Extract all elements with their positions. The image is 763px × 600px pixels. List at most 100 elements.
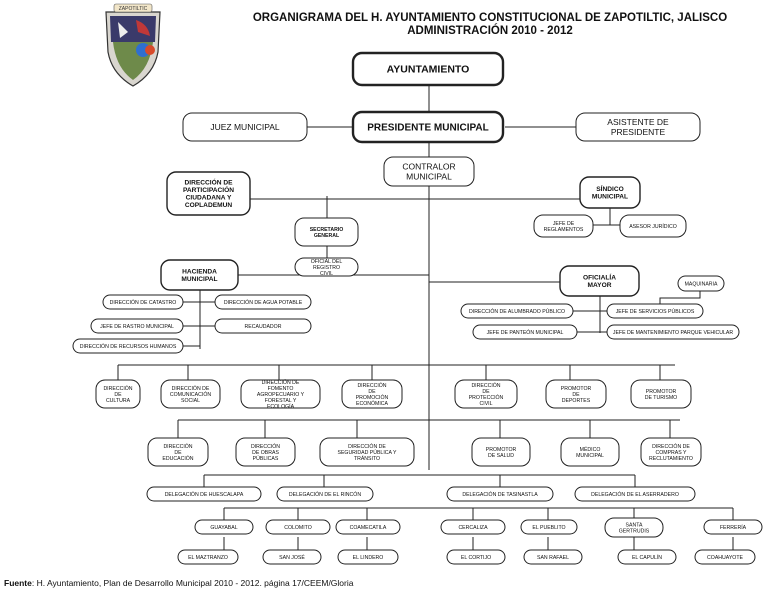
node-box	[337, 549, 399, 565]
node-juez: JUEZ MUNICIPAL	[182, 112, 308, 142]
node-ferreria: FERRERÍA	[703, 519, 763, 535]
node-box	[319, 437, 415, 467]
node-label: DELEGACIÓN DE HUESCALAPA	[165, 491, 244, 498]
node-box	[335, 519, 401, 535]
node-ayuntamiento: AYUNTAMIENTO	[351, 51, 505, 87]
node-coamecatila: COAMECATILA	[335, 519, 401, 535]
node-box	[454, 379, 518, 409]
node-label: AYUNTAMIENTO	[387, 64, 470, 76]
node-el-pueblito: EL PUEBLITO	[520, 519, 578, 535]
node-box	[146, 486, 262, 502]
node-label: DELEGACIÓN DE TASINASTLA	[462, 491, 538, 498]
node-el-lindero: EL LINDERO	[337, 549, 399, 565]
node-label: JEFE DE MANTENIMIENTO PARQUE VEHICULAR	[613, 330, 734, 336]
node-del-aserradero: DELEGACIÓN DE EL ASERRADERO	[574, 486, 696, 502]
node-label: COLOMITO	[284, 525, 312, 531]
node-box	[351, 110, 505, 144]
node-guayabal: GUAYABAL	[194, 519, 254, 535]
node-label: JEFE DE PANTEÓN MUNICIPAL	[487, 329, 564, 336]
node-box	[694, 549, 756, 565]
node-box	[240, 379, 321, 409]
node-box	[294, 257, 359, 277]
node-box	[446, 486, 554, 502]
node-label: DELEGACIÓN DE EL ASERRADERO	[591, 491, 679, 498]
node-box	[182, 112, 308, 142]
node-label: ASESOR JURÍDICO	[629, 223, 677, 230]
node-box	[560, 437, 620, 467]
node-label: SAN JOSÉ	[279, 554, 305, 561]
source-text: : H. Ayuntamiento, Plan de Desarrollo Mu…	[31, 578, 354, 588]
node-label: COAHUAYOTE	[707, 555, 743, 561]
node-label: DIRECCIÓN DE CATASTRO	[110, 299, 177, 306]
node-cercaliza: CERCALIZA	[440, 519, 506, 535]
node-box	[72, 338, 184, 354]
node-box	[440, 519, 506, 535]
connector-line	[659, 291, 701, 304]
node-san-rafael: SAN RAFAEL	[523, 549, 583, 565]
node-label: CERCALIZA	[458, 525, 488, 531]
node-label: RECAUDADOR	[245, 324, 282, 330]
node-label: SAN RAFAEL	[537, 555, 569, 561]
node-label: JEFE DE SERVICIOS PÚBLICOS	[616, 308, 695, 315]
node-box	[160, 379, 221, 409]
node-label: EL CAPULÍN	[632, 554, 662, 561]
node-box	[640, 437, 702, 467]
node-box	[341, 379, 403, 409]
node-box	[194, 519, 254, 535]
chart-title: ORGANIGRAMA DEL H. AYUNTAMIENTO CONSTITU…	[252, 12, 728, 24]
node-el-cortijo: EL CORTIJO	[446, 549, 506, 565]
source-note: Fuente: H. Ayuntamiento, Plan de Desarro…	[4, 578, 353, 588]
node-box	[276, 486, 374, 502]
node-label: EL CORTIJO	[461, 555, 491, 561]
node-label: GUAYABAL	[210, 525, 237, 531]
node-jefe-mantenimiento: JEFE DE MANTENIMIENTO PARQUE VEHICULAR	[606, 324, 740, 340]
node-box	[606, 324, 740, 340]
node-box	[574, 486, 696, 502]
node-del-tasinastla: DELEGACIÓN DE TASINASTLA	[446, 486, 554, 502]
node-dir-agua: DIRECCIÓN DE AGUA POTABLE	[214, 294, 312, 310]
node-dir-catastro: DIRECCIÓN DE CATASTRO	[102, 294, 184, 310]
node-colomito: COLOMITO	[265, 519, 331, 535]
node-box	[619, 214, 687, 238]
node-box	[703, 519, 763, 535]
node-label: DIRECCIÓN DE ALUMBRADO PÚBLICO	[469, 308, 565, 315]
node-del-huescalapa: DELEGACIÓN DE HUESCALAPA	[146, 486, 262, 502]
node-label: EL MAZTRANZO	[188, 555, 228, 561]
node-box	[472, 324, 578, 340]
node-box	[102, 294, 184, 310]
node-label: EL PUEBLITO	[532, 525, 565, 531]
node-label: MAQUINARIA	[685, 281, 718, 287]
node-box	[383, 156, 475, 187]
node-box	[446, 549, 506, 565]
node-el-maztranzo: EL MAZTRANZO	[177, 549, 239, 565]
node-dir-alumbrado: DIRECCIÓN DE ALUMBRADO PÚBLICO	[460, 303, 574, 319]
node-box	[90, 318, 184, 334]
node-box	[262, 549, 322, 565]
node-maquinaria: MAQUINARIA	[677, 275, 725, 292]
